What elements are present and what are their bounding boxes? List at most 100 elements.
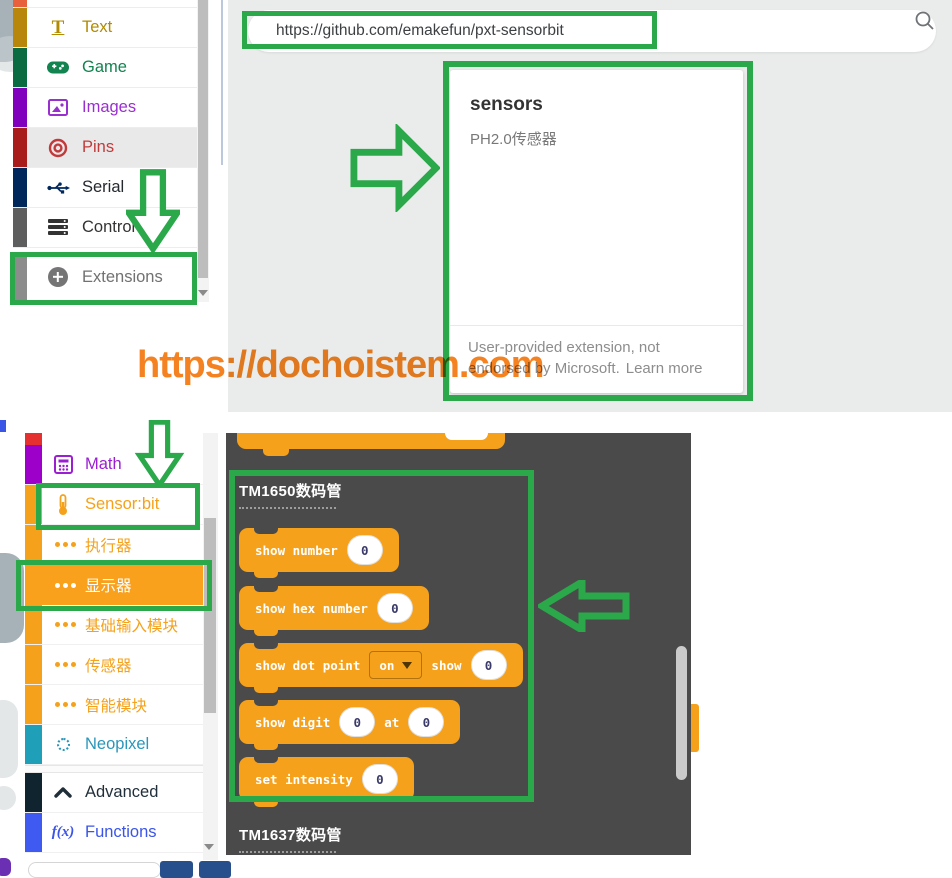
toolbox-item-neopixel[interactable]: Neopixel	[25, 725, 203, 765]
category-color-bar	[25, 433, 42, 445]
toolbox-subitem-smart-module[interactable]: 智能模块	[25, 685, 203, 725]
dots-icon	[51, 533, 75, 557]
flyout-edge-tab	[691, 704, 699, 752]
value-oval[interactable]: 0	[339, 707, 376, 737]
block-show-dot-point[interactable]: show dot point on show 0	[239, 643, 523, 693]
section-dotted-divider	[239, 507, 336, 509]
toolbox-bottom-scrollbar[interactable]	[203, 433, 218, 860]
extension-card-sensors[interactable]: sensors PH2.0传感器 User-provided extension…	[450, 70, 743, 393]
value-oval[interactable]: 0	[470, 650, 507, 680]
partial-button[interactable]	[199, 861, 231, 878]
toolbox-item-text[interactable]: T Text	[13, 8, 197, 48]
chevron-up-icon	[51, 781, 75, 805]
category-color-bar	[13, 208, 27, 247]
edge-artifact	[0, 420, 6, 432]
toolbox-bottom: Math Sensor:bit 执行器 显示器 基础输入模块	[25, 433, 218, 860]
triangle-down-icon	[198, 290, 208, 296]
toolbox-item-label: Control	[82, 218, 136, 236]
toolbox-item-label: Images	[82, 98, 137, 116]
toolbox-top-scrollbar[interactable]	[197, 0, 209, 302]
toolbox-item-label: 传感器	[85, 657, 132, 675]
value-oval[interactable]: 0	[346, 535, 383, 565]
toolbox-item-label: Neopixel	[85, 735, 150, 753]
toolbox-collapse-tab-2[interactable]	[0, 553, 24, 643]
triangle-down-icon	[204, 844, 214, 850]
scrollbar-thumb[interactable]	[204, 518, 216, 713]
value-oval[interactable]: 0	[408, 707, 445, 737]
dropdown-on[interactable]: on	[369, 651, 423, 679]
dots-icon	[51, 693, 75, 717]
search-icon[interactable]	[914, 10, 936, 32]
category-color-bar	[13, 8, 27, 47]
scrollbar-thumb[interactable]	[198, 0, 208, 278]
dots-icon	[51, 573, 75, 597]
partial-search-box[interactable]	[28, 862, 161, 878]
value-oval[interactable]: 0	[361, 764, 398, 794]
image-icon	[46, 96, 70, 120]
extension-search-input[interactable]	[274, 21, 834, 41]
category-color-bar	[25, 685, 42, 724]
value-oval[interactable]: 0	[376, 593, 413, 623]
toolbox-item-functions[interactable]: f(x) Functions	[25, 813, 203, 853]
usb-icon	[46, 176, 70, 200]
flyout-scrollbar-thumb[interactable]	[676, 646, 687, 780]
toolbox-item-label: Math	[85, 455, 122, 473]
watermark-text: https://dochoistem.com	[137, 344, 545, 386]
value-oval-partial	[445, 433, 488, 440]
category-color-bar	[13, 254, 27, 300]
dotted-circle-icon	[51, 733, 75, 757]
toolbox-subitem-basic-input[interactable]: 基础输入模块	[25, 605, 203, 645]
toolbox-item-label: Sensor:bit	[85, 495, 160, 513]
extension-card-footer: User-provided extension, not endorsed by…	[450, 324, 743, 394]
toolbox-item-label: Pins	[82, 138, 115, 156]
annotation-box-blocks	[229, 470, 534, 802]
category-color-bar	[13, 128, 27, 167]
extension-search-bar[interactable]	[248, 10, 936, 52]
toolbox-subitem-sensor[interactable]: 传感器	[25, 645, 203, 685]
text-icon: T	[51, 17, 65, 38]
toolbox-item-advanced[interactable]: Advanced	[25, 773, 203, 813]
toolbox-item-game[interactable]: Game	[13, 48, 197, 88]
toolbox-item-label: Text	[82, 18, 113, 36]
learn-more-link[interactable]: Learn more	[625, 360, 703, 378]
dropdown-value: on	[379, 657, 395, 673]
block-partial-top[interactable]	[237, 433, 505, 456]
toolbox-subitem-actuator[interactable]: 执行器	[25, 525, 203, 565]
toolbox-item-serial[interactable]: Serial	[13, 168, 197, 208]
category-color-bar	[13, 168, 27, 207]
dots-icon	[51, 613, 75, 637]
block-label: set intensity	[255, 771, 353, 787]
scrollbar-down-arrow[interactable]	[198, 288, 208, 298]
toolbox-item-sensorbit[interactable]: Sensor:bit	[25, 485, 203, 525]
annotation-arrow-right	[350, 124, 440, 212]
category-color-bar	[25, 485, 42, 524]
block-label: show dot point	[255, 657, 361, 673]
block-show-digit[interactable]: show digit 0 at 0	[239, 700, 461, 750]
footer-text-line1: User-provided extension, not	[468, 338, 660, 356]
scrollbar-down-arrow[interactable]	[204, 842, 214, 852]
edge-artifact	[0, 858, 11, 876]
decorative-blob	[0, 786, 16, 810]
chevron-left-icon	[0, 591, 3, 605]
block-show-number[interactable]: show number 0	[239, 528, 399, 578]
annotation-arrow-down-1	[126, 169, 180, 255]
bullseye-icon	[46, 136, 70, 160]
section-title-tm1650: TM1650数码管	[239, 483, 342, 500]
toolbox-item-pins[interactable]: Pins	[13, 128, 197, 168]
toolbox-item-arrays[interactable]: Arrays	[13, 0, 197, 8]
category-color-bar	[25, 725, 42, 764]
toolbox-item-label: Game	[82, 58, 127, 76]
plus-circle-icon	[46, 265, 70, 289]
category-color-bar	[25, 525, 42, 564]
partial-button[interactable]	[160, 861, 193, 878]
toolbox-divider	[25, 765, 203, 773]
caret-down-icon	[402, 661, 413, 669]
blocks-flyout-panel: TM1650数码管 show number 0 show hex number …	[226, 433, 691, 855]
toolbox-item-images[interactable]: Images	[13, 88, 197, 128]
category-color-bar	[25, 445, 42, 484]
toolbox-subitem-display[interactable]: 显示器	[25, 565, 211, 605]
block-set-intensity[interactable]: set intensity 0	[239, 757, 414, 807]
toolbox-item-extensions[interactable]: Extensions	[13, 254, 197, 301]
block-show-hex-number[interactable]: show hex number 0	[239, 586, 429, 636]
